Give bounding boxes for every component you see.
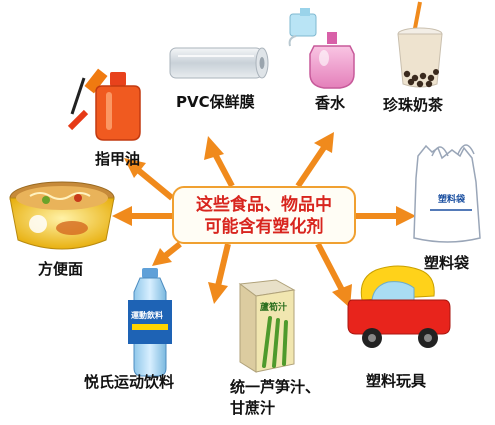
- arrows: [112, 132, 416, 308]
- label-plastic-toy: 塑料玩具: [366, 372, 427, 390]
- plastic-bag-icon: 塑料袋: [413, 144, 481, 243]
- label-juice-line1: 统一芦笋汁、: [230, 378, 321, 396]
- juice-carton-icon: 蘆筍汁: [238, 279, 296, 373]
- arrow-to-toy: [315, 242, 352, 308]
- bubble-tea-cup-icon: [397, 1, 443, 88]
- label-juice-line2: 甘蔗汁: [230, 399, 276, 417]
- label-sports-drink: 悦氏运动饮料: [84, 373, 175, 391]
- arrow-to-bag: [356, 206, 416, 226]
- label-nail-polish: 指甲油: [95, 150, 141, 168]
- nail-polish-bottle-icon: [67, 68, 141, 141]
- label-bubble-tea: 珍珠奶茶: [383, 96, 444, 114]
- center-line-1: 这些食品、物品中: [196, 195, 332, 215]
- bag-printed-text: 塑料袋: [438, 193, 466, 205]
- arrow-to-juice: [208, 243, 231, 304]
- arrow-to-noodles: [112, 206, 172, 226]
- label-plastic-bag: 塑料袋: [424, 254, 470, 272]
- center-statement-box: 这些食品、物品中 可能含有塑化剂: [172, 186, 356, 244]
- instant-noodle-bowl-icon: [9, 181, 115, 250]
- arrow-to-pvc: [204, 136, 235, 188]
- arrow-to-sportsdrink: [152, 241, 182, 266]
- label-perfume: 香水: [315, 94, 346, 112]
- arrow-to-nailpolish: [124, 158, 174, 201]
- bottle-printed-text: 運動飲料: [131, 310, 163, 320]
- label-pvc-wrap: PVC保鲜膜: [176, 93, 255, 111]
- sports-drink-bottle-icon: 運動飲料: [128, 268, 172, 377]
- plastic-wrap-roll-icon: [169, 47, 269, 79]
- perfume-bottle-icon: [288, 8, 355, 89]
- label-instant-noodles: 方便面: [38, 260, 84, 278]
- carton-printed-text: 蘆筍汁: [260, 301, 287, 313]
- center-line-2: 可能含有塑化剂: [204, 217, 324, 237]
- toy-car-icon: [347, 265, 451, 348]
- arrow-to-perfume: [295, 132, 334, 188]
